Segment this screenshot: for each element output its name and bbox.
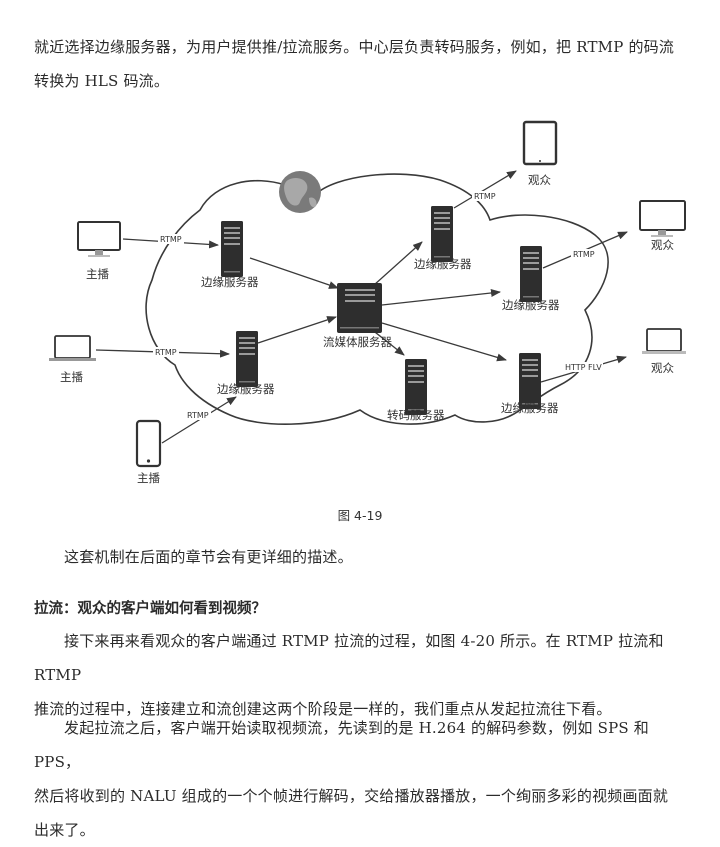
edge-server-label: 边缘服务器 bbox=[501, 401, 559, 415]
pull-paragraph-2: 发起拉流之后，客户端开始读取视频流，先读到的是 H.264 的解码参数，例如 S… bbox=[34, 711, 694, 847]
broadcaster-label: 主播 bbox=[137, 471, 160, 485]
server-icon bbox=[405, 359, 427, 415]
section-heading: 拉流：观众的客户端如何看到视频？ bbox=[34, 601, 266, 617]
laptop-icon bbox=[642, 328, 686, 354]
protocol-label: RTMP bbox=[474, 192, 496, 201]
pull-p2-line-3: 出来了。 bbox=[34, 821, 95, 839]
mechanism-paragraph: 这套机制在后面的章节会有更详细的描述。 bbox=[64, 548, 353, 566]
intro-line-1: 就近选择边缘服务器，为用户提供推/拉流服务。中心层负责转码服务，例如，把 RTM… bbox=[34, 38, 675, 56]
protocol-label-http-flv: HTTP FLV bbox=[565, 363, 602, 372]
arrow-media-to-edge3 bbox=[373, 241, 423, 286]
arrow-edge1-to-media bbox=[249, 257, 339, 289]
pull-p1-line-1: 接下来再来看观众的客户端通过 RTMP 拉流的过程，如图 4-20 所示。在 R… bbox=[34, 632, 664, 684]
pull-p2-line-1: 发起拉流之后，客户端开始读取视频流，先读到的是 H.264 的解码参数，例如 S… bbox=[34, 719, 649, 771]
server-icon bbox=[221, 221, 243, 277]
pull-p2-line-2: 然后将收到的 NALU 组成的一个个帧进行解码，交给播放器播放，一个绚丽多彩的视… bbox=[34, 787, 669, 805]
intro-line-2: 转换为 HLS 码流。 bbox=[34, 72, 170, 90]
protocol-label: RTMP bbox=[155, 348, 177, 357]
arrow-edge3-to-tablet bbox=[453, 170, 517, 209]
arrow-media-to-edge5 bbox=[381, 322, 507, 362]
edge-server-label: 边缘服务器 bbox=[414, 257, 472, 271]
globe-icon bbox=[279, 171, 321, 213]
laptop-icon bbox=[49, 335, 96, 361]
protocol-label: RTMP bbox=[573, 250, 595, 259]
server-icon bbox=[236, 331, 258, 387]
intro-paragraph: 就近选择边缘服务器，为用户提供推/拉流服务。中心层负责转码服务，例如，把 RTM… bbox=[34, 30, 694, 98]
edge-server-label: 边缘服务器 bbox=[201, 275, 259, 289]
live-streaming-architecture-diagram: RTMP RTMP RTMP RTMP RTMP HTTP FLV 主播 主播 … bbox=[49, 120, 686, 485]
media-server-label: 流媒体服务器 bbox=[323, 335, 392, 349]
broadcaster-label: 主播 bbox=[86, 267, 109, 281]
cloud-shape bbox=[145, 173, 609, 425]
pull-p1-line-2: 推流的过程中，连接建立和流创建这两个阶段是一样的，我们重点从发起拉流往下看。 bbox=[34, 700, 612, 718]
pull-paragraph-1: 接下来再来看观众的客户端通过 RTMP 拉流的过程，如图 4-20 所示。在 R… bbox=[34, 624, 694, 726]
phone-icon bbox=[135, 419, 162, 468]
edge-server-label: 边缘服务器 bbox=[217, 382, 275, 396]
tablet-icon bbox=[522, 120, 558, 166]
broadcaster-label: 主播 bbox=[60, 370, 83, 384]
figure-caption: 图 4-19 bbox=[337, 508, 383, 523]
viewer-label: 观众 bbox=[651, 238, 674, 252]
desktop-icon bbox=[639, 200, 686, 237]
desktop-icon bbox=[77, 221, 121, 257]
server-icon bbox=[520, 246, 542, 302]
edge-server-label: 边缘服务器 bbox=[502, 298, 560, 312]
media-server-icon bbox=[337, 283, 382, 333]
protocol-labels: RTMP RTMP RTMP RTMP RTMP HTTP FLV bbox=[153, 191, 603, 420]
server-icon bbox=[431, 206, 453, 262]
protocol-label: RTMP bbox=[187, 411, 209, 420]
viewer-label: 观众 bbox=[528, 173, 551, 187]
transcode-server-label: 转码服务器 bbox=[387, 408, 445, 422]
protocol-label: RTMP bbox=[160, 235, 182, 244]
arrow-media-to-edge4 bbox=[381, 289, 501, 306]
arrow-edge2-to-media bbox=[257, 316, 337, 344]
viewer-label: 观众 bbox=[651, 361, 674, 375]
